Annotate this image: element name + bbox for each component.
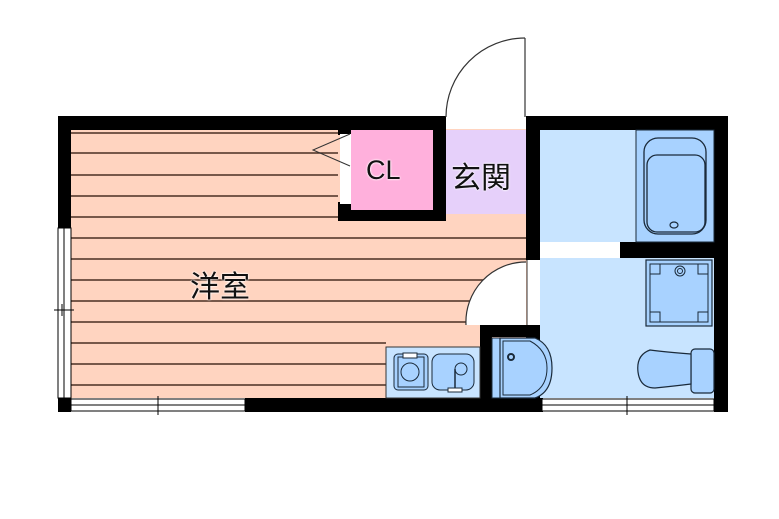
windows [54,227,715,415]
stove [393,352,429,391]
washroom-opening [541,243,619,257]
bathroom-door [465,260,540,326]
washing-machine-pan [645,259,713,327]
window-bottom-left [70,396,246,415]
kitchen-sink [431,353,475,393]
entrance-floor [446,130,526,214]
closet-label: CL [366,155,401,185]
wash-basin [491,337,553,399]
toilet [637,348,715,394]
window-left [54,227,74,399]
bathtub [635,129,715,243]
closet-floor [351,130,433,210]
entrance-label: 玄関 [451,161,511,196]
window-bottom-right [541,396,715,415]
closet-folding-door [311,133,351,204]
wood-floor-lines [70,132,526,386]
kitchen-counter [385,346,481,399]
entrance-door [445,37,526,129]
western-room-label: 洋室 [190,270,250,305]
